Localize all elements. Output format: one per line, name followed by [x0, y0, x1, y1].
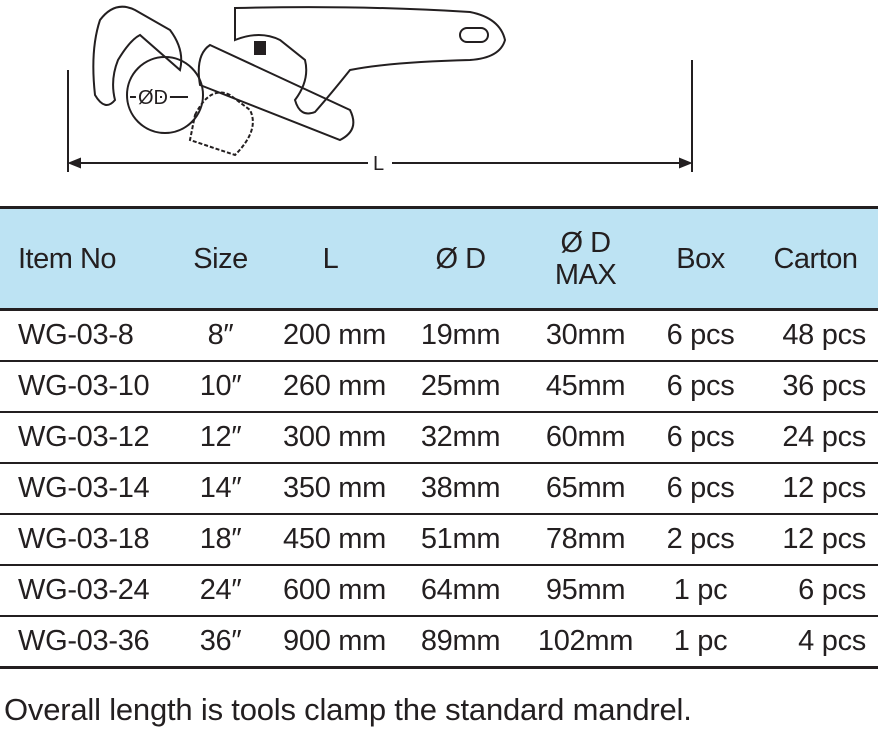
header-box: Box [648, 206, 753, 311]
cell-size: 18″ [178, 514, 263, 566]
header-diameter-max-line2: MAX [554, 258, 617, 291]
header-size: Size [178, 206, 263, 311]
cell-diameter: 89mm [398, 616, 523, 669]
cell-carton: 12 pcs [753, 514, 878, 566]
cell-length: 600 mm [263, 565, 398, 617]
cell-size: 8″ [178, 309, 263, 362]
cell-length: 450 mm [263, 514, 398, 566]
cell-box: 1 pc [648, 565, 753, 617]
cell-box: 2 pcs [648, 514, 753, 566]
cell-carton: 6 pcs [753, 565, 878, 617]
pipe-circle [126, 56, 204, 134]
cell-carton: 24 pcs [753, 412, 878, 464]
cell-length: 300 mm [263, 412, 398, 464]
header-diameter-max-line1: Ø D [560, 226, 611, 259]
header-diameter: Ø D [398, 206, 523, 311]
diameter-label: ØD [138, 87, 168, 109]
header-item-no: Item No [0, 206, 178, 311]
cell-diameter-max: 102mm [523, 616, 648, 669]
cell-carton: 48 pcs [753, 309, 878, 362]
cell-box: 1 pc [648, 616, 753, 669]
sliding-jaw [197, 43, 355, 142]
cell-diameter: 38mm [398, 463, 523, 515]
cell-diameter: 25mm [398, 361, 523, 413]
cell-carton: 36 pcs [753, 361, 878, 413]
cell-item-no: WG-03-18 [0, 514, 178, 566]
cell-size: 24″ [178, 565, 263, 617]
cell-box: 6 pcs [648, 361, 753, 413]
cell-item-no: WG-03-12 [0, 412, 178, 464]
header-length: L [263, 206, 398, 311]
cell-length: 200 mm [263, 309, 398, 362]
cell-box: 6 pcs [648, 463, 753, 515]
cell-length: 350 mm [263, 463, 398, 515]
cell-diameter: 19mm [398, 309, 523, 362]
cell-item-no: WG-03-10 [0, 361, 178, 413]
arrow-left-icon [67, 157, 81, 169]
cell-diameter-max: 65mm [523, 463, 648, 515]
cell-length: 260 mm [263, 361, 398, 413]
cell-size: 12″ [178, 412, 263, 464]
cell-box: 6 pcs [648, 412, 753, 464]
cell-size: 10″ [178, 361, 263, 413]
cell-diameter-max: 95mm [523, 565, 648, 617]
cell-diameter-max: 45mm [523, 361, 648, 413]
length-label: L [373, 153, 384, 175]
cell-diameter: 51mm [398, 514, 523, 566]
cell-item-no: WG-03-36 [0, 616, 178, 669]
adjust-nut [254, 41, 266, 55]
cell-item-no: WG-03-8 [0, 309, 178, 362]
cell-diameter-max: 60mm [523, 412, 648, 464]
pipe-wrench-diagram: L ØD [67, 5, 693, 175]
cell-diameter: 32mm [398, 412, 523, 464]
cell-length: 900 mm [263, 616, 398, 669]
wrench-handle [234, 6, 507, 115]
cell-diameter-max: 30mm [523, 309, 648, 362]
cell-box: 6 pcs [648, 309, 753, 362]
lower-jaw-block [188, 91, 254, 157]
arrow-right-icon [679, 157, 693, 169]
cell-size: 14″ [178, 463, 263, 515]
cell-diameter: 64mm [398, 565, 523, 617]
cell-size: 36″ [178, 616, 263, 669]
footnote: Overall length is tools clamp the standa… [4, 692, 692, 727]
handle-slot [459, 27, 489, 43]
cell-carton: 4 pcs [753, 616, 878, 669]
header-carton: Carton [753, 206, 878, 311]
cell-diameter-max: 78mm [523, 514, 648, 566]
cell-carton: 12 pcs [753, 463, 878, 515]
cell-item-no: WG-03-14 [0, 463, 178, 515]
wrench-hook-jaw [92, 5, 183, 106]
cell-item-no: WG-03-24 [0, 565, 178, 617]
